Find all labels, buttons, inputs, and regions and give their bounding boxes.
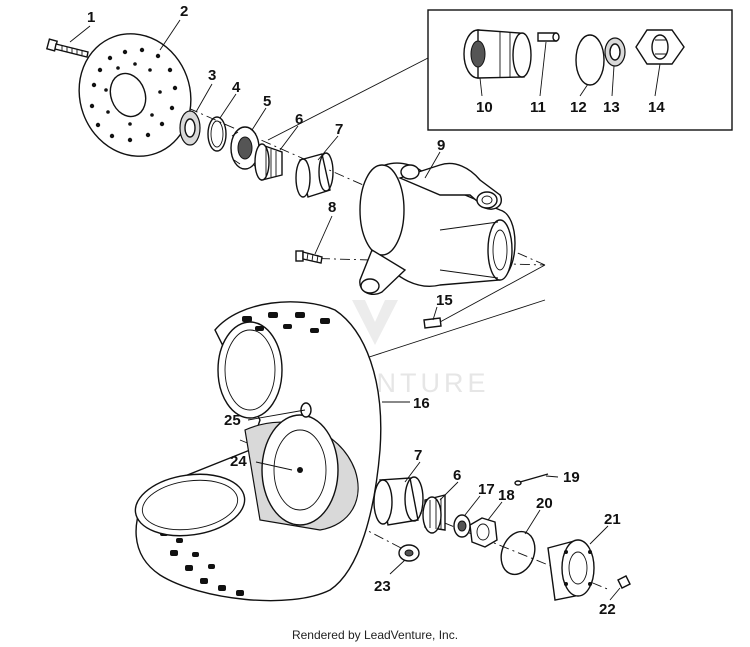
tapered-bearing-part-6-bottom: [422, 494, 446, 534]
callout-13: 13: [603, 99, 620, 116]
bolt-part-8: [295, 250, 323, 264]
bearing-race-part-7-bottom: [373, 476, 424, 526]
valve-part-25: [300, 402, 312, 418]
bolt-part-15: [423, 317, 442, 329]
inset-leader-line: [267, 57, 429, 141]
tire-bead: [134, 473, 246, 537]
callout-24: 24: [230, 453, 247, 470]
tapered-bearing-part-6-top: [254, 143, 283, 181]
cotter-pin-part-19: [514, 473, 549, 486]
o-ring-part-12: [575, 34, 605, 86]
screw-part-22: [617, 575, 631, 589]
callout-6-bottom: 6: [453, 467, 461, 484]
callout-20: 20: [536, 495, 553, 512]
bearing-race-part-7-top: [295, 152, 334, 198]
callout-22: 22: [599, 601, 616, 618]
callout-18: 18: [498, 487, 515, 504]
hub-knuckle-part-9: [359, 162, 516, 296]
callout-25: 25: [224, 412, 241, 429]
callout-15: 15: [436, 292, 453, 309]
spindle-nut-part-10: [463, 29, 532, 79]
ring-part-4: [207, 116, 227, 152]
pin-part-11: [537, 32, 560, 42]
callout-16: 16: [413, 395, 430, 412]
callout-7-top: 7: [335, 121, 343, 138]
bolt-part-1: [45, 38, 89, 58]
callout-17: 17: [478, 481, 495, 498]
callout-12: 12: [570, 99, 587, 116]
footer-credit: Rendered by LeadVenture, Inc.: [291, 628, 459, 642]
castle-nut-part-18: [469, 517, 498, 548]
callout-14: 14: [648, 99, 665, 116]
callout-4: 4: [232, 79, 241, 96]
inset-box: [427, 9, 733, 131]
callout-19: 19: [563, 469, 580, 486]
callout-9: 9: [437, 137, 445, 154]
wheel-rim-part-24: [244, 414, 359, 531]
callout-23: 23: [374, 578, 391, 595]
nut-part-14: [635, 29, 685, 65]
callout-2: 2: [180, 3, 188, 20]
callout-21: 21: [604, 511, 621, 528]
hub-cap-part-21: [547, 539, 595, 601]
brake-disc-part-2: [78, 33, 192, 157]
callout-7-bottom: 7: [414, 447, 422, 464]
callout-11: 11: [530, 99, 546, 116]
callout-8: 8: [328, 199, 336, 216]
callout-5: 5: [263, 93, 271, 110]
callout-3: 3: [208, 67, 216, 84]
washer-part-17: [453, 514, 471, 538]
callout-10: 10: [476, 99, 493, 116]
callout-6-top: 6: [295, 111, 303, 128]
callout-labels: 1 2 3 4 5 6 7 8 9 10 11 12 13 14 15 16 2…: [87, 3, 665, 618]
callout-1: 1: [87, 9, 95, 26]
nut-part-23: [398, 544, 420, 562]
seal-part-3: [179, 110, 201, 146]
washer-part-13: [604, 37, 626, 67]
leader-lines: [69, 19, 661, 601]
